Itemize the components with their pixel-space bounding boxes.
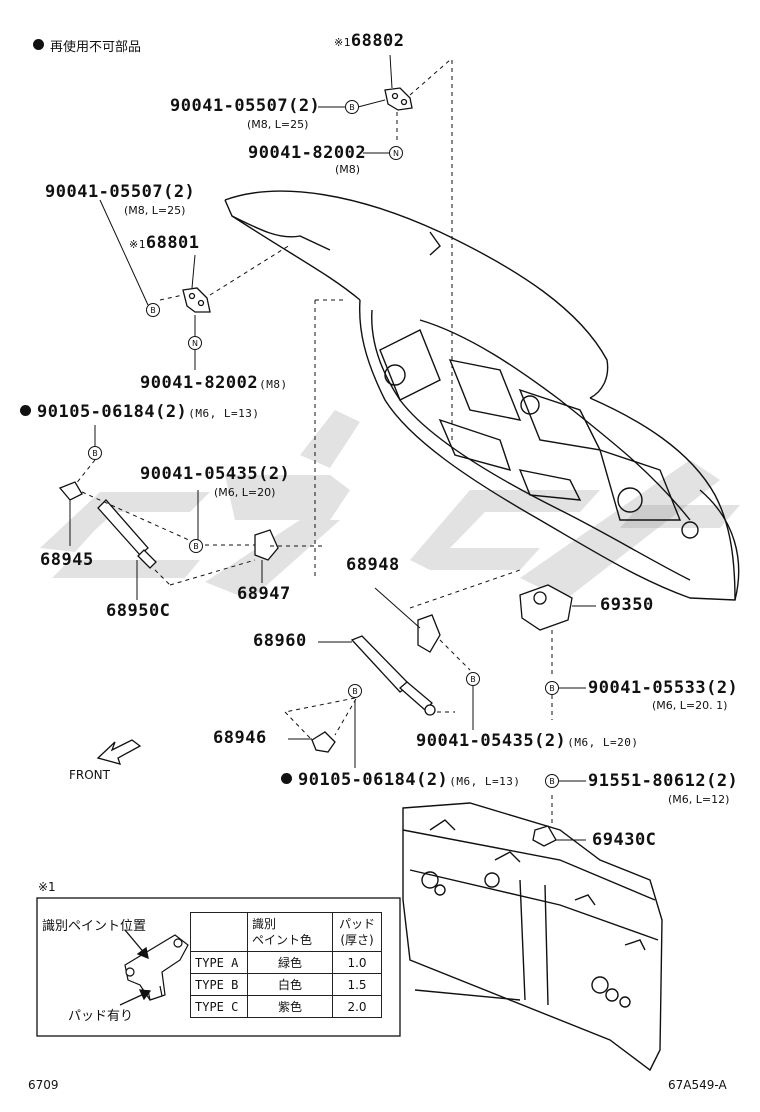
part-label-69350: 69350 (600, 595, 654, 615)
table-cell-type: TYPE A (190, 951, 248, 974)
bracket-68948-shape (417, 614, 441, 653)
part-label-68801: ※168801 (128, 235, 200, 252)
table-cell-color: 白色 (247, 973, 333, 996)
part-label-68946: 68946 (213, 728, 267, 748)
table-header-row: 識別 ペイント色 パッド (厚さ) (190, 912, 382, 952)
bolt-marker-label: B (352, 687, 358, 696)
part-label-68960: 68960 (253, 631, 307, 651)
annotation-arrows (119, 929, 152, 1006)
dashed-guides (74, 59, 553, 828)
part-spec: (M8, L=25) (247, 118, 309, 131)
table-cell-color: 緑色 (247, 951, 333, 974)
lock-69350-shape (519, 584, 573, 631)
pad-label: パッド有り (68, 1009, 134, 1024)
part-label-90105-06184-lower: 90105-06184(2)(M6, L=13) (281, 772, 521, 789)
stay-68960-shape (350, 635, 436, 716)
rear-body-panel (402, 802, 663, 1072)
bolt-marker-label: B (549, 684, 555, 693)
part-spec: (M6, L=12) (668, 793, 730, 806)
part-spec: (M8, L=25) (124, 204, 186, 217)
hinge-68801-shape (182, 287, 211, 313)
page-code: 6709 (28, 1078, 59, 1092)
bolt-marker-label: B (193, 542, 199, 551)
table-cell-type: TYPE C (190, 995, 248, 1018)
nut-marker-label: N (192, 339, 198, 348)
part-spec: (M6, L=20) (214, 486, 276, 499)
part-number: 90105-06184(2) (298, 770, 449, 790)
nut-marker-label: N (393, 149, 399, 158)
note-box-frame (36, 897, 401, 1037)
bolt-marker-label: B (549, 777, 555, 786)
paint-type-table: 識別 ペイント色 パッド (厚さ) TYPE A 緑色 1.0 TYPE B 白… (190, 912, 382, 1018)
hinge-68802-shape (384, 87, 413, 111)
part-label-90041-05435-lower: 90041-05435(2)(M6, L=20) (416, 733, 639, 750)
part-spec: (M6, L=20. 1) (652, 699, 728, 712)
part-spec: (M6, L=20) (567, 736, 639, 749)
bolt-marker-label: B (150, 306, 156, 315)
legend-note: 再使用不可部品 (33, 39, 141, 54)
part-label-90041-82002-upper: 90041-82002 (248, 143, 367, 163)
table-header-cell: パッド (厚さ) (332, 912, 382, 952)
part-label-68802: ※168802 (333, 33, 405, 50)
part-label-69430c: 69430C (592, 830, 657, 850)
bracket-68946-shape (311, 731, 336, 753)
table-cell-pad: 2.0 (332, 995, 382, 1018)
bolt-marker-label: B (92, 449, 98, 458)
bolt-marker-label: B (470, 675, 476, 684)
bolt-markers (88, 100, 559, 788)
table-cell-pad: 1.5 (332, 973, 382, 996)
part-number: 90041-82002 (140, 373, 259, 393)
part-spec: (M8) (259, 378, 288, 391)
bullet-icon (33, 39, 44, 50)
table-cell-pad: 1.0 (332, 951, 382, 974)
figure-code: 67A549-A (668, 1078, 727, 1092)
table-row: TYPE A 緑色 1.0 (190, 951, 382, 974)
table-cell-type: TYPE B (190, 973, 248, 996)
part-number: 68802 (350, 31, 405, 51)
part-spec: (M6, L=13) (188, 407, 260, 420)
part-label-68947: 68947 (237, 584, 291, 604)
part-number: 90105-06184(2) (37, 402, 188, 422)
table-header-cell: 識別 ペイント色 (247, 912, 333, 952)
part-label-90041-05507-left: 90041-05507(2) (45, 182, 196, 202)
part-spec: (M8) (335, 163, 361, 176)
part-number: 68801 (145, 233, 200, 253)
paint-position-label: 識別ペイント位置 (42, 919, 147, 934)
part-label-90041-05435-upper: 90041-05435(2) (140, 464, 291, 484)
note-mark: ※1 (129, 238, 146, 251)
note-box-mark: ※1 (38, 880, 56, 894)
part-label-68948: 68948 (346, 555, 400, 575)
part-label-68945: 68945 (40, 550, 94, 570)
table-row: TYPE B 白色 1.5 (190, 973, 382, 996)
part-number: 90041-05435(2) (416, 731, 567, 751)
table-cell-color: 紫色 (247, 995, 333, 1018)
nut-markers (188, 146, 403, 350)
legend-note-text: 再使用不可部品 (50, 40, 142, 55)
striker-69430c-shape (532, 825, 557, 847)
part-label-90041-05507-upper: 90041-05507(2) (170, 96, 321, 116)
bolt-marker-label: B (349, 103, 355, 112)
note-mark: ※1 (334, 36, 351, 49)
table-row: TYPE C 紫色 2.0 (190, 995, 382, 1018)
front-arrow-icon (96, 739, 142, 765)
hinge-detail-icon (124, 934, 189, 1001)
tailgate-panel (224, 190, 740, 601)
part-label-90041-82002-left: 90041-82002(M8) (140, 375, 288, 392)
front-label: FRONT (69, 768, 110, 782)
stay-68950c-shape (58, 481, 157, 569)
bracket-68947-shape (254, 529, 279, 561)
bullet-icon (281, 773, 292, 784)
part-spec: (M6, L=13) (449, 775, 521, 788)
part-label-68950c: 68950C (106, 601, 171, 621)
table-header-cell (190, 912, 248, 952)
part-label-91551-80612: 91551-80612(2) (588, 771, 739, 791)
part-label-90105-06184-upper: 90105-06184(2)(M6, L=13) (20, 404, 260, 421)
leader-lines (69, 54, 596, 841)
part-label-90041-05533: 90041-05533(2) (588, 678, 739, 698)
bullet-icon (20, 405, 31, 416)
